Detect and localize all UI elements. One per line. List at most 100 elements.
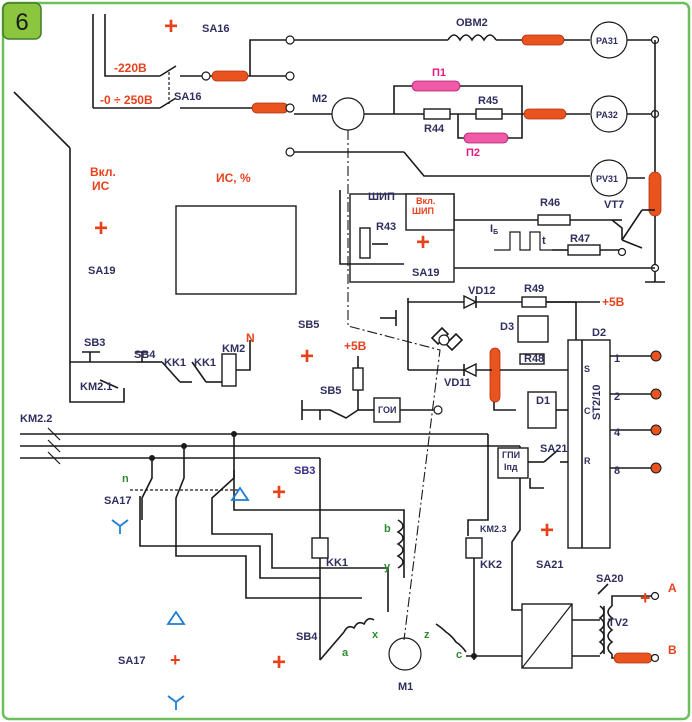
label-is-percent: ИС, % <box>216 171 251 185</box>
label-r47: R47 <box>570 233 590 245</box>
label-sa19: SA19 <box>88 265 116 277</box>
label-kk1-coil: KK1 <box>326 557 348 569</box>
label-ib: IБ <box>490 223 498 236</box>
fuse-pa32 <box>523 108 567 120</box>
wye-symbol-lower <box>167 695 185 710</box>
is-display-box <box>175 205 297 295</box>
label-gpi-1: ГПИ <box>502 450 520 460</box>
label-r49: R49 <box>524 283 544 295</box>
d2-counter <box>567 339 611 549</box>
label-n-green: n <box>122 473 129 485</box>
label-pin-c: C <box>584 406 591 416</box>
motor-m2 <box>331 97 365 131</box>
motor-m1 <box>388 637 422 671</box>
label-kk1-a: KK1 <box>164 357 186 369</box>
delta-symbol <box>230 486 250 501</box>
label-r45: R45 <box>478 95 498 107</box>
label-km2-1: KM2.1 <box>80 381 112 393</box>
label-kk2: KK2 <box>480 559 502 571</box>
cross-3: + <box>416 229 430 256</box>
fuse-1 <box>211 70 249 82</box>
fuse-p2 <box>463 132 509 144</box>
label-vd12: VD12 <box>468 285 496 297</box>
figure-number: 6 <box>15 9 28 36</box>
label-0-250v: -0 ÷ 250В <box>100 93 153 107</box>
label-t: t <box>542 235 546 247</box>
label-d1: D1 <box>536 395 550 407</box>
label-sa16-top: SA16 <box>202 23 230 35</box>
label-vkl-is-2: ИС <box>92 179 110 193</box>
label-d2: D2 <box>592 327 606 339</box>
delta-symbol-lower <box>166 610 186 625</box>
label-plus5v-mid: +5В <box>344 339 367 353</box>
cross-5: + <box>272 479 286 506</box>
label-y-green: y <box>384 561 391 573</box>
label-gpi-2: Iпд <box>504 462 518 472</box>
label-out-1: 1 <box>614 353 620 365</box>
label-sb3-mid: SB3 <box>294 465 315 477</box>
label-km2-2: KM2.2 <box>20 413 52 425</box>
d1-block <box>527 391 557 429</box>
cross-1: + <box>164 13 178 40</box>
label-pa32: PA32 <box>596 110 618 120</box>
label-kk1-b: KK1 <box>194 357 216 369</box>
label-sb4: SB4 <box>134 349 156 361</box>
label-pv31: PV31 <box>596 174 618 184</box>
cross-6: + <box>540 517 554 544</box>
fuse-b <box>613 652 653 664</box>
label-tv2: TV2 <box>608 617 628 629</box>
label-sb5-top: SB5 <box>298 319 319 331</box>
gpi-block <box>497 447 529 479</box>
label-vd11: VD11 <box>444 377 471 389</box>
label-pin-r: R <box>584 456 591 466</box>
label-p1: П1 <box>432 67 446 79</box>
label-km2-3: KM2.3 <box>480 524 507 534</box>
cross-7: + <box>272 649 286 676</box>
label-out-4: 4 <box>614 427 621 439</box>
label-out-2: 2 <box>614 391 620 403</box>
label-sa17-lower: SA17 <box>118 655 146 667</box>
label-sb5: SB5 <box>320 385 341 397</box>
cross-4: + <box>300 343 314 370</box>
label-b-green: b <box>384 523 391 535</box>
cross-2: + <box>94 215 108 242</box>
label-term-a: A <box>668 581 677 595</box>
label-sa21: SA21 <box>540 443 568 455</box>
label-out-8: 8 <box>614 465 620 477</box>
label-st2-10: ST2/10 <box>591 385 603 420</box>
label-term-b: B <box>668 643 677 657</box>
label-pa31: PA31 <box>596 36 618 46</box>
wye-symbol <box>111 519 129 534</box>
fuse-p1 <box>411 80 461 92</box>
label-r43: R43 <box>376 221 396 233</box>
label-vkl-is-1: Вкл. <box>90 165 116 179</box>
label-obm2: ОВМ2 <box>456 17 488 29</box>
label-x-green: x <box>372 629 379 641</box>
label-sa20: SA20 <box>596 573 624 585</box>
fuse-vd <box>489 347 501 403</box>
label-vkl-ship-1: Вкл. <box>416 196 435 206</box>
label-ship: ШИП <box>368 191 395 203</box>
label-goi: ГОИ <box>378 405 396 415</box>
label-m2: M2 <box>312 93 327 105</box>
label-d3: D3 <box>500 321 514 333</box>
label-sb3: SB3 <box>84 337 105 349</box>
label-r48: R48 <box>524 353 544 365</box>
label-vkl-ship-2: ШИП <box>412 206 434 216</box>
label-pin-s: S <box>584 364 590 374</box>
label-sa16-mid: SA16 <box>174 91 202 103</box>
label-m1: M1 <box>398 681 413 693</box>
label-km2: KM2 <box>222 343 245 355</box>
label-r44: R44 <box>424 123 445 135</box>
figure-badge <box>2 2 42 40</box>
cross-9: + <box>640 588 651 608</box>
label-a-green: a <box>342 647 349 659</box>
label-sa21-lower: SA21 <box>536 559 564 571</box>
label-sb4-lower: SB4 <box>296 631 318 643</box>
label-p2: П2 <box>466 147 480 159</box>
fuse-pa31 <box>521 34 565 46</box>
label-sa17: SA17 <box>104 495 132 507</box>
